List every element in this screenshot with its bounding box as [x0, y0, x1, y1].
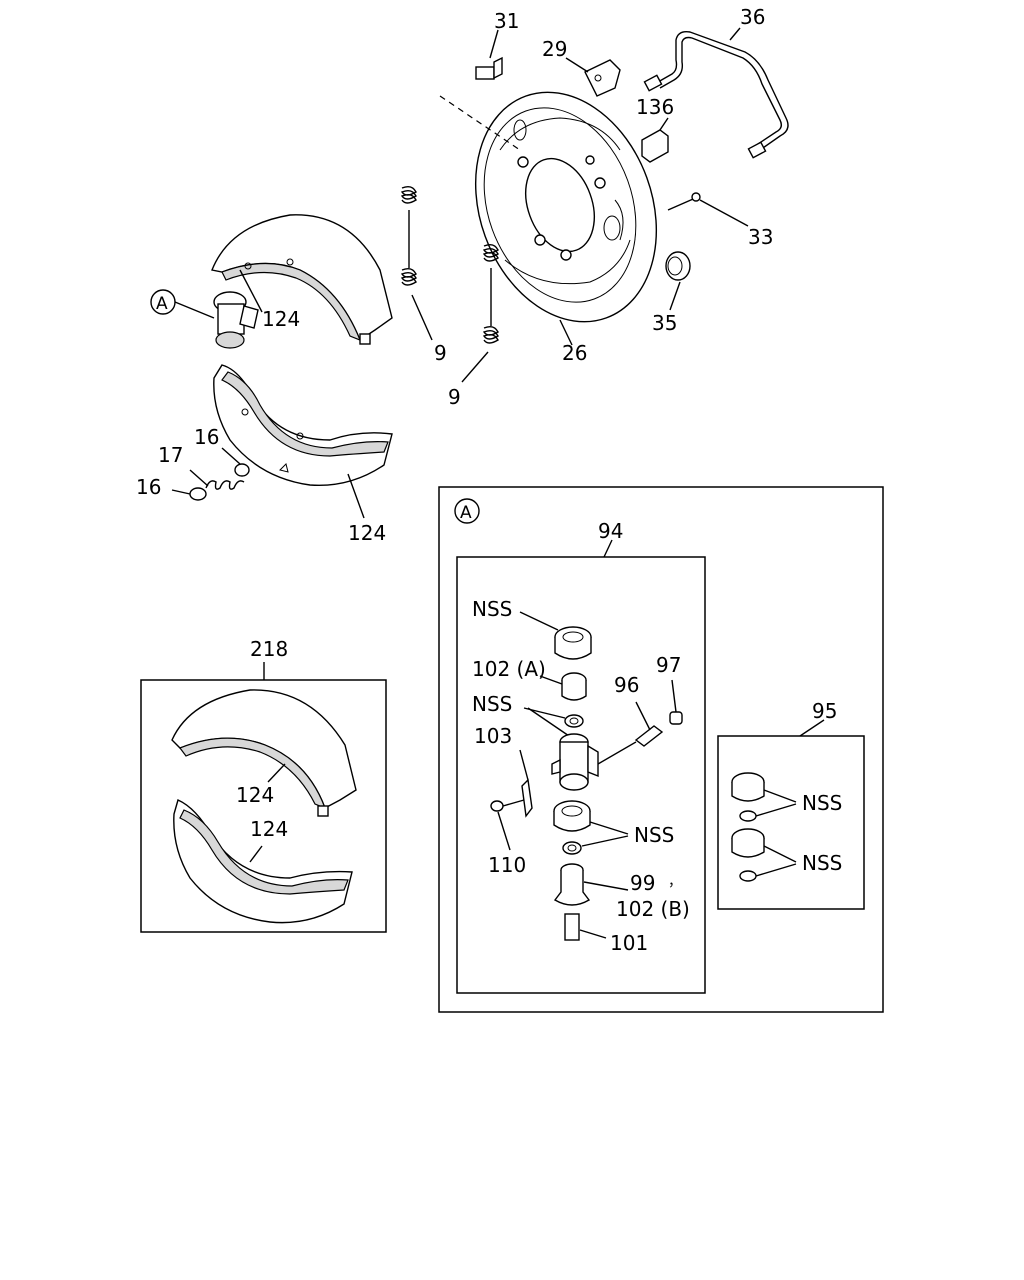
label-29: 29	[542, 37, 567, 61]
label-97: 97	[656, 653, 681, 677]
label-nss-3: NSS	[634, 823, 674, 847]
spring-9-upper	[400, 185, 433, 341]
kit-94-box	[456, 556, 706, 994]
label-33: 33	[748, 225, 773, 249]
kit-95-box	[717, 735, 865, 910]
clip-136	[641, 117, 669, 163]
label-99: 99	[630, 871, 655, 895]
label-nss-2: NSS	[472, 692, 512, 716]
label-16-right: 16	[194, 425, 219, 449]
callout-a-circle	[150, 289, 176, 315]
kit-95-seals	[731, 772, 797, 882]
label-9-upper: 9	[434, 341, 447, 365]
bracket-29	[584, 59, 621, 97]
label-103: 103	[474, 724, 512, 748]
label-separator: ，	[668, 874, 682, 890]
label-9-lower: 9	[448, 385, 461, 409]
plate-103	[519, 749, 533, 818]
label-124-kit-upper: 124	[236, 783, 274, 807]
label-101: 101	[610, 931, 648, 955]
brake-shoe-upper	[211, 214, 393, 345]
label-124-upper: 124	[262, 307, 300, 331]
callout-a-letter: A	[156, 294, 168, 314]
label-nss-1: NSS	[472, 597, 512, 621]
label-94: 94	[598, 519, 623, 543]
detail-a-box	[438, 486, 884, 1013]
pin-33	[667, 192, 749, 227]
piston-99	[553, 863, 629, 906]
wheel-cylinder-assembly	[174, 291, 259, 349]
label-110: 110	[488, 853, 526, 877]
detail-a-circle	[454, 498, 480, 524]
label-16-left: 16	[136, 475, 161, 499]
detail-a-letter: A	[460, 503, 472, 523]
label-31: 31	[494, 9, 519, 33]
brake-pipe-36	[643, 30, 789, 159]
cup-seal-top	[519, 611, 592, 660]
adjuster-spring-17	[171, 447, 250, 501]
label-17: 17	[158, 443, 183, 467]
bleeder-cap-97	[669, 679, 683, 725]
backing-plate	[474, 91, 658, 323]
label-nss-5: NSS	[802, 851, 842, 875]
spring-9-lower	[461, 243, 499, 383]
label-96: 96	[614, 673, 639, 697]
piston-102a	[539, 672, 587, 701]
label-218: 218	[250, 637, 288, 661]
label-nss-4: NSS	[802, 791, 842, 815]
bolt-110	[490, 799, 525, 851]
label-35: 35	[652, 311, 677, 335]
label-124-lower: 124	[348, 521, 386, 545]
label-124-kit-lower: 124	[250, 817, 288, 841]
seal-small-lower	[562, 841, 582, 855]
label-26: 26	[562, 341, 587, 365]
wheel-cylinder-body	[551, 733, 637, 791]
label-102b: 102 (B)	[616, 897, 690, 921]
bolt-31	[439, 56, 521, 151]
kit-218-shoe-upper	[171, 689, 357, 817]
bleeder-screw-96	[634, 701, 664, 747]
plug-35	[665, 251, 691, 311]
adjuster-screw-101	[564, 913, 607, 941]
label-102a: 102 (A)	[472, 657, 546, 681]
kit-218-shoe-lower	[173, 799, 353, 924]
brake-shoe-lower	[213, 364, 393, 487]
seal-small-upper	[523, 707, 584, 739]
label-36: 36	[740, 5, 765, 29]
label-95: 95	[812, 699, 837, 723]
cup-seal-lower	[553, 800, 591, 832]
label-136: 136	[636, 95, 674, 119]
